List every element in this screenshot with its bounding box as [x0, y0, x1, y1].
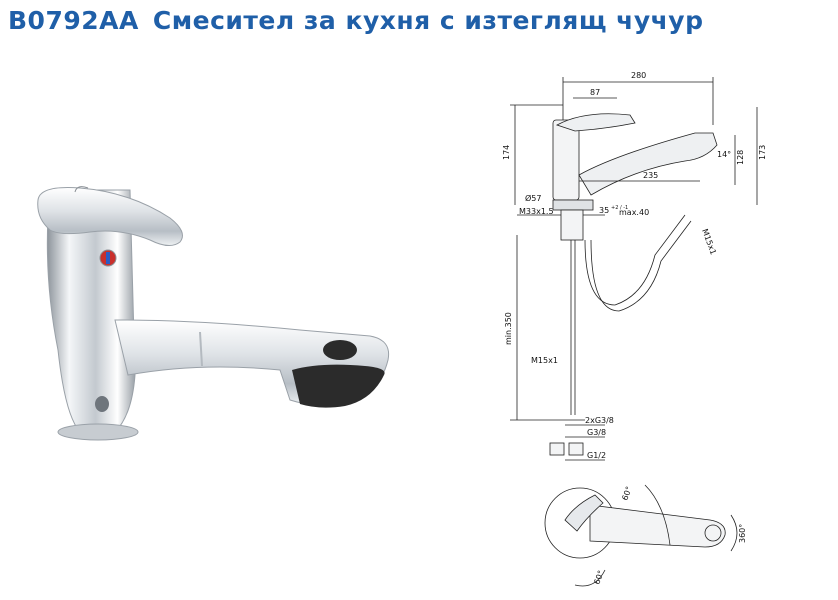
- dim-thread-g12: G1/2: [587, 451, 606, 460]
- dim-hose-thread-mid: M15x1: [531, 356, 558, 365]
- product-code: B0792AA: [8, 6, 139, 35]
- dim-plan-angle-top: 60°: [620, 485, 633, 501]
- faucet-lever: [37, 186, 183, 267]
- dim-height-left: 174: [502, 145, 511, 160]
- page-title: B0792AA Смесител за кухня с изтеглящ чучу…: [8, 6, 704, 35]
- dim-height-right: 173: [758, 145, 767, 160]
- dim-spout-reach: 235: [643, 171, 658, 180]
- product-title: Смесител за кухня с изтеглящ чучур: [152, 6, 704, 35]
- technical-drawing: 280 87 174 173 128 14° 235 Ø57 35 +2 / -…: [502, 71, 767, 587]
- dim-base-diameter: Ø57: [525, 193, 541, 203]
- dim-lever-width: 87: [590, 88, 600, 97]
- dim-thread-g38: G3/8: [587, 428, 606, 437]
- faucet-body: [46, 189, 139, 441]
- product-photo: [37, 186, 390, 441]
- dim-connections: 2xG3/8: [585, 416, 614, 425]
- dim-width-total: 280: [631, 71, 646, 80]
- dim-hose-thread-top: M15x1: [700, 228, 718, 256]
- dim-spout-height: 128: [736, 150, 745, 165]
- dim-rotation: 360°: [738, 524, 747, 543]
- dim-tilt-tolerance: +2 / -1: [611, 205, 628, 211]
- dim-max-thickness: max.40: [619, 208, 649, 217]
- dim-spout-angle: 14°: [717, 150, 731, 159]
- faucet-spout: [114, 319, 390, 408]
- dim-hose-length: min.350: [504, 312, 513, 345]
- dim-tilt-angle: 35: [599, 206, 609, 215]
- dim-thread-mount: M33x1.5: [519, 207, 554, 216]
- dim-plan-angle-bottom: 60°: [592, 569, 605, 585]
